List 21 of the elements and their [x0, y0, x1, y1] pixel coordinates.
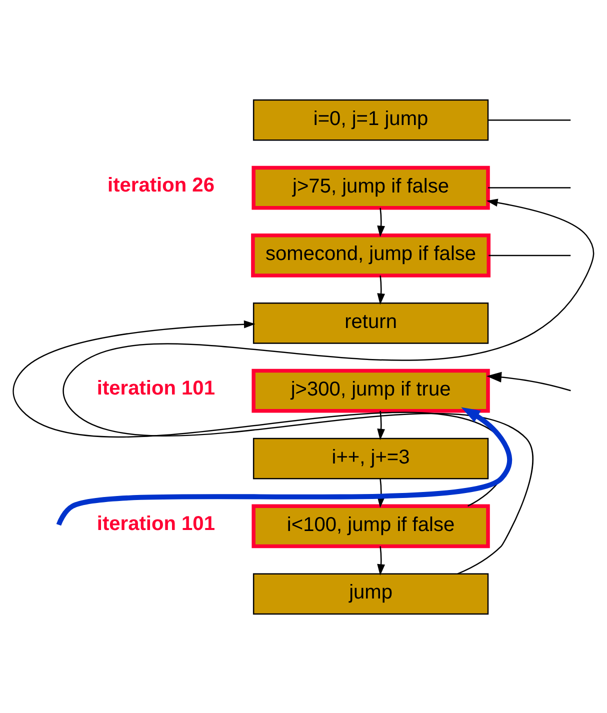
- node-box: i<100, jump if false: [252, 504, 490, 548]
- arrow: [377, 207, 386, 237]
- arrow: [377, 410, 386, 440]
- arrow: [377, 546, 386, 576]
- node-box: somecond, jump if false: [251, 233, 490, 277]
- node-box: jump: [252, 572, 489, 614]
- arrow: [64, 198, 594, 574]
- node-box: return: [252, 302, 489, 344]
- label: iteration 26: [108, 174, 214, 196]
- node-box: j>75, jump if false: [252, 165, 490, 210]
- node-box: j>300, jump if true: [252, 368, 490, 412]
- node-box: i=0, j=1 jump: [252, 98, 489, 140]
- connector: [488, 118, 571, 120]
- arrow: [56, 406, 512, 526]
- arrow: [486, 371, 571, 391]
- arrow: [377, 274, 386, 304]
- label: iteration 101: [96, 512, 215, 534]
- node-box: i++, j+=3: [252, 437, 489, 479]
- connector: [488, 186, 571, 188]
- label: iteration 101: [96, 376, 215, 399]
- connector: [488, 254, 571, 256]
